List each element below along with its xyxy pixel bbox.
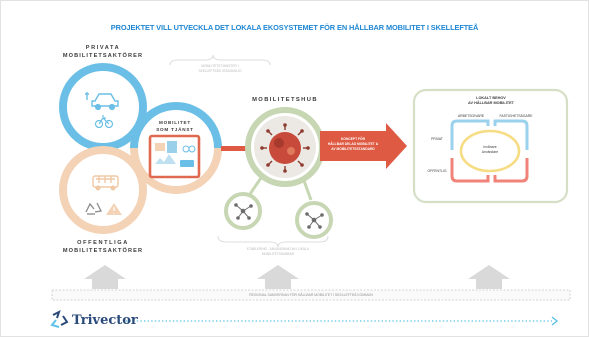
small-hub-left — [224, 192, 262, 230]
local-needs-title-1: LOKALT BEHOV — [476, 96, 506, 100]
bottom-brace — [217, 235, 329, 248]
local-needs-title-2: AV HÅLLBAR MOBILITET — [468, 101, 514, 105]
brand-name: Trivector — [72, 313, 138, 328]
residents-label-1: Invånare — [483, 145, 497, 149]
private-actors-label-1: PRIVATA — [85, 45, 121, 51]
trivector-logo-icon — [50, 310, 69, 328]
hub-network-icon — [260, 123, 310, 173]
cityscape-icon — [148, 134, 201, 179]
public-actors-label-1: OFFENTLIGA — [77, 240, 129, 246]
private-actors-label-2: MOBILITETSAKTÖRER — [62, 53, 144, 59]
public-actors-label-2: MOBILITETSAKTÖRER — [62, 248, 144, 254]
top-brace — [169, 54, 271, 66]
faint-top-2: SKELLEFTEÅS STADSMILJÖ — [198, 69, 242, 73]
up-arrow-right — [468, 265, 510, 289]
small-hub-right — [295, 201, 333, 239]
hub-label: MOBILITETSHUB — [252, 97, 318, 103]
local-needs-box — [412, 88, 569, 204]
bottom-bar-text: REGIONAL SAMVERKAN FÖR HÅLLBAR MOBILITET… — [249, 293, 373, 297]
maas-label-1: MOBILITET — [159, 120, 191, 125]
progress-arrowhead — [551, 316, 559, 326]
employer-label: ARBETSGIVARE — [457, 114, 485, 118]
faint-top-1: MOBILITETSTJÄNSTER I — [201, 64, 239, 68]
residents-label-2: Användare — [481, 150, 499, 154]
warning-icon — [106, 203, 122, 215]
up-arrow-left — [84, 265, 126, 289]
slide-title: PROJEKTET VILL UTVECKLA DET LOKALA EKOSY… — [110, 23, 479, 32]
faint-bottom-1: ETABLERING - ANVÄNDNING AV LOKALA — [247, 247, 309, 251]
maas-label-2: SOM TJÄNST — [156, 127, 194, 132]
maas-circle — [130, 102, 222, 194]
faint-bottom-2: MOBILITETSHUBBAR — [261, 252, 295, 256]
bus-icon — [92, 175, 119, 191]
concept-arrow — [320, 123, 407, 169]
maas-hub-connector — [221, 146, 247, 151]
recycle-icon — [85, 202, 102, 215]
hub-links — [248, 174, 313, 201]
up-arrow-middle — [257, 265, 299, 289]
car-icon — [85, 92, 119, 111]
bicycle-icon — [94, 115, 114, 129]
concept-label-1: KONCEPT FÖR — [341, 137, 365, 141]
public-actors-circle — [59, 146, 147, 234]
public-label: OFFENTLIG — [427, 169, 447, 173]
private-actors-circle — [59, 63, 147, 151]
concept-label-3: AV MOBILITETSSTANDARD — [331, 147, 375, 151]
private-label: PRIVAT — [431, 137, 443, 141]
bottom-bar — [51, 289, 571, 301]
property-owner-label: FASTIGHETSÄGARE — [499, 114, 533, 118]
up-arrows — [84, 265, 510, 289]
concept-label-2: HÅLLBAR DELAD MOBILITET & — [327, 142, 379, 146]
